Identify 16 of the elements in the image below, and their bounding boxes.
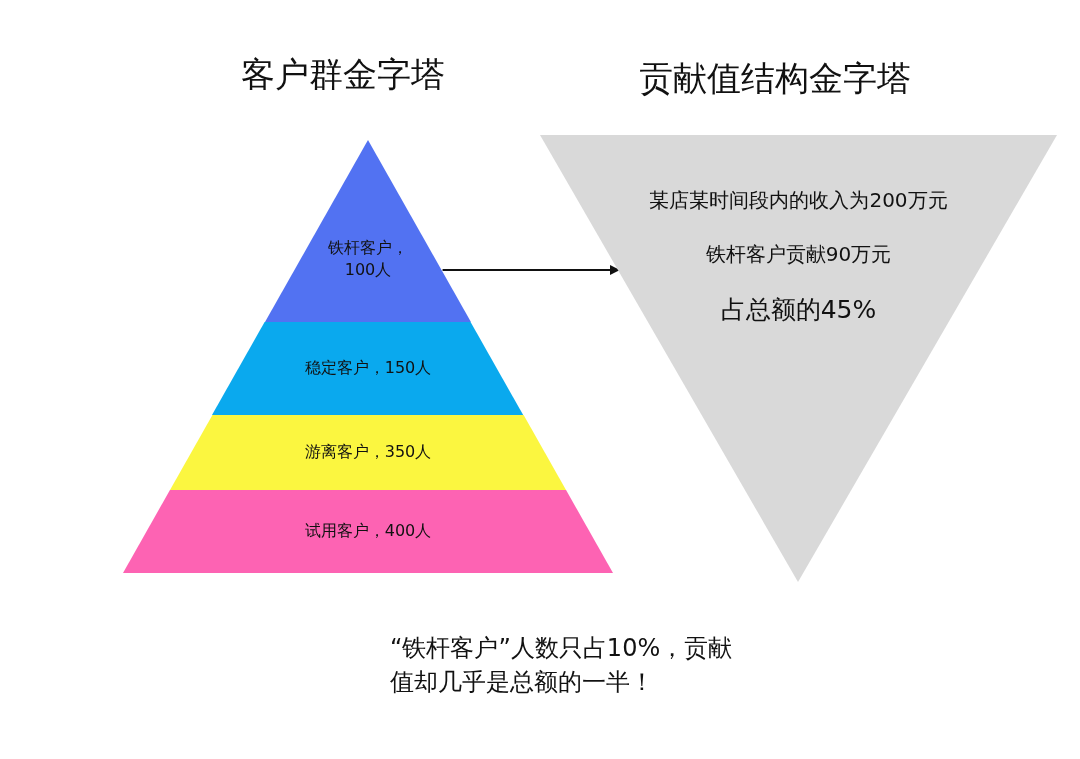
node-text: 试用客户，400人: [303, 520, 433, 542]
node-text: 某店某时间段内的收入为200万元: [648, 187, 949, 214]
inverted-triangle: [540, 135, 1057, 582]
caption: “铁杆客户”人数只占10%，贡献值却几乎是总额的一半！: [390, 633, 734, 698]
node-text: 铁杆客户贡献90万元: [704, 241, 893, 268]
node-text: 游离客户，350人: [303, 441, 433, 463]
node-text: 占总额的45%: [719, 294, 878, 326]
pyramid-layer: [265, 140, 471, 322]
pyramid-layer: [212, 322, 524, 415]
pyramid-layer: [169, 415, 566, 490]
pyramid-layer: [123, 490, 613, 573]
heading: 贡献值结构金字塔: [638, 57, 912, 100]
heading: 客户群金字塔: [240, 53, 446, 96]
arrow: [441, 265, 620, 275]
node-text: 铁杆客户，100人: [327, 237, 409, 282]
node-text: 稳定客户，150人: [303, 357, 433, 379]
